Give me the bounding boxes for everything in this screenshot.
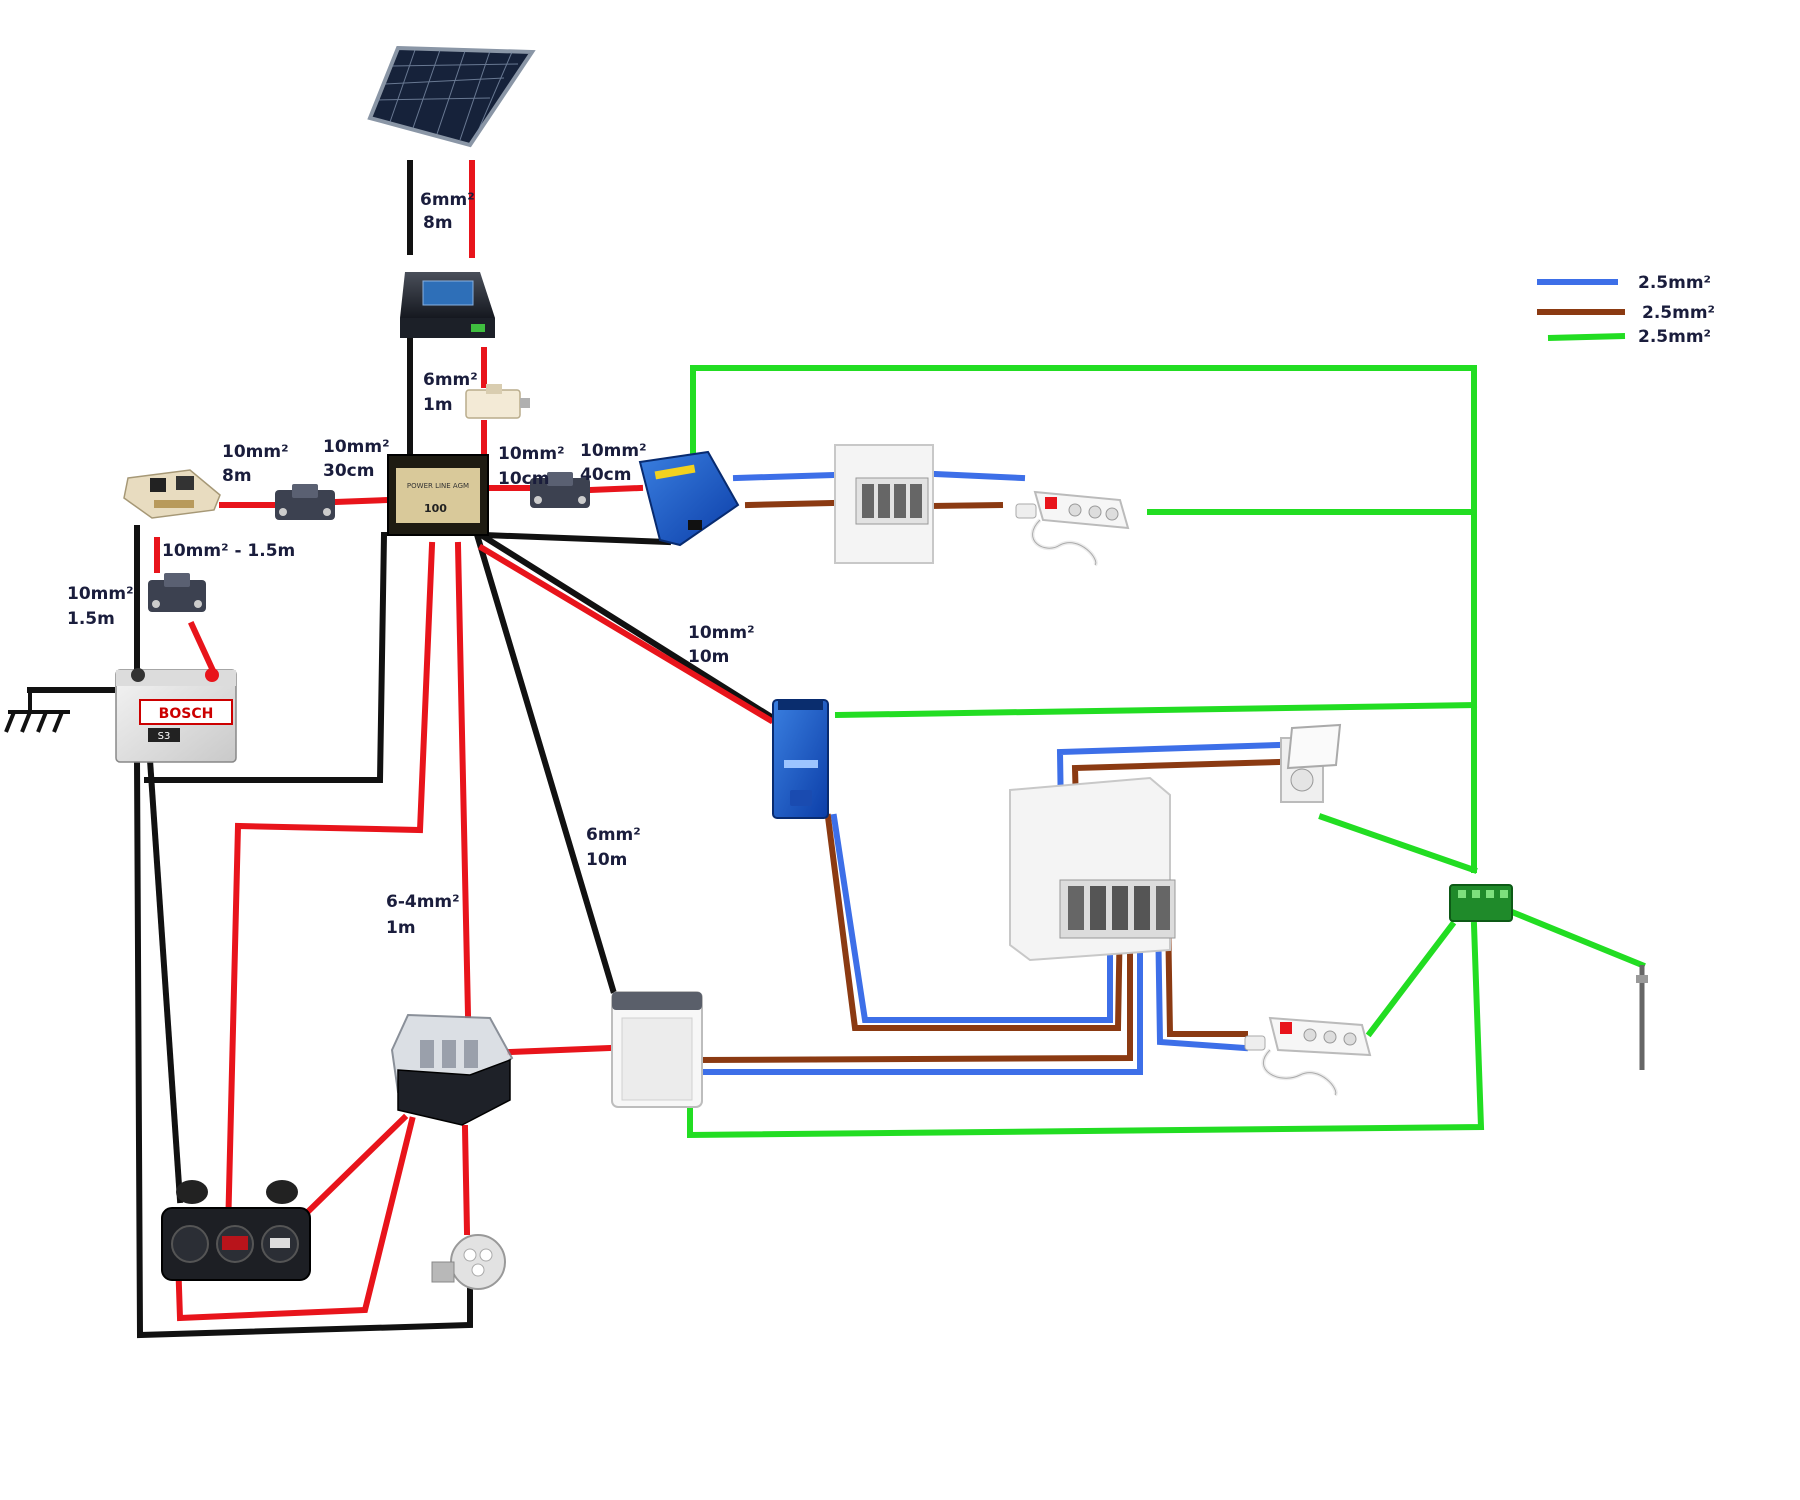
label-starter-cable-size: 10mm² xyxy=(67,584,134,604)
earth-wire-fridge xyxy=(687,921,1485,1139)
power-strip-bottom xyxy=(1244,1016,1372,1097)
pos-fusebox-lamp xyxy=(461,1124,471,1236)
label-coupler-cable-length: 8m xyxy=(222,466,252,486)
legend-label-green: 2.5mm² xyxy=(1638,327,1711,347)
ground-symbol xyxy=(4,690,70,733)
neutral-charger-panel xyxy=(830,813,1113,1023)
earth-wire-inlet xyxy=(1318,813,1478,874)
ac-distribution-panel xyxy=(1009,776,1176,962)
earth-rod xyxy=(1636,965,1648,1070)
fuse-coupler xyxy=(275,484,335,520)
label-starter-fuse-cable: 10mm² - 1.5m xyxy=(162,541,295,561)
label-solar-cable-length: 8m xyxy=(423,213,453,233)
label-fusebox-cable-length: 1m xyxy=(386,918,416,938)
label-battery-fuse-length: 10cm xyxy=(498,469,549,489)
earth-wire-socket xyxy=(1365,920,1457,1038)
dc-socket-panel xyxy=(161,1180,311,1281)
led-bulb xyxy=(431,1234,506,1290)
wires-black-negative xyxy=(27,160,778,1339)
dc-fuse-box xyxy=(390,1013,514,1126)
legend-label-blue: 2.5mm² xyxy=(1638,273,1711,293)
earth-wire-rod xyxy=(1508,908,1646,969)
neg-starter-battery xyxy=(144,531,388,783)
label-coupler-fuse-size: 10mm² xyxy=(323,437,390,457)
battery-charger xyxy=(772,699,829,819)
house-battery-capacity: 100 xyxy=(424,502,447,515)
phase-inverter-breaker xyxy=(744,499,839,509)
neg-lamp-return xyxy=(133,756,473,1339)
power-strip-top xyxy=(1015,490,1130,567)
pos-battery-socketpanel xyxy=(224,541,436,1236)
wires-green-earth xyxy=(687,365,1646,1139)
neg-socket-panel xyxy=(146,756,184,1204)
cable-labels: 6mm² 8m 6mm² 1m 10mm² 8m 10mm² 30cm 10mm… xyxy=(67,190,755,938)
phase-fridge-panel xyxy=(696,912,1133,1064)
legend-label-brown: 2.5mm² xyxy=(1642,303,1715,323)
shore-power-inlet xyxy=(1280,723,1342,803)
fuse-starter xyxy=(148,573,206,612)
label-fridge-cable-length: 10m xyxy=(586,850,627,870)
starter-battery-brand: BOSCH xyxy=(159,706,214,722)
inverter xyxy=(638,450,740,547)
label-charger-cable-length: 10m xyxy=(688,647,729,667)
neutral-fridge-panel xyxy=(697,912,1143,1075)
starter-battery-model: S3 xyxy=(158,731,171,742)
fuse-inverter xyxy=(530,472,590,508)
battery-coupler xyxy=(123,469,221,519)
phase-breaker-socket xyxy=(928,501,1004,510)
label-starter-cable-length: 1.5m xyxy=(67,609,115,629)
earth-wire-inverter xyxy=(690,365,1477,515)
neutral-socket-panel xyxy=(1154,911,1249,1052)
earth-bus-bar xyxy=(1449,884,1513,922)
house-battery: POWER LINE AGM 100 xyxy=(387,454,489,536)
phase-socket-panel xyxy=(1164,911,1248,1037)
label-inverter-cable-size: 10mm² xyxy=(580,441,647,461)
neg-battery-fridge xyxy=(474,534,617,994)
neg-battery-charger xyxy=(473,528,778,723)
breaker-box-inverter xyxy=(834,444,934,564)
label-solar-cable-size: 6mm² xyxy=(420,190,475,210)
wires-red-positive xyxy=(154,160,775,1322)
pos-fusebox-panel-loop xyxy=(174,1116,416,1322)
fridge xyxy=(611,991,703,1108)
wires-brown-phase xyxy=(696,499,1283,1064)
label-controller-cable-size: 6mm² xyxy=(423,370,478,390)
label-inverter-cable-length: 40cm xyxy=(580,465,631,485)
pos-fuse-battery-2 xyxy=(331,496,392,506)
pos-battery-fusebox xyxy=(454,541,472,1019)
pos-fusebox-fridge xyxy=(506,1044,614,1056)
pos-starterfuse-starter xyxy=(188,621,219,679)
phase-charger-panel xyxy=(824,813,1124,1031)
starter-battery: BOSCH S3 xyxy=(115,668,237,763)
neutral-inverter-breaker xyxy=(732,471,839,482)
label-fridge-cable-size: 6mm² xyxy=(586,825,641,845)
charge-controller xyxy=(400,272,495,338)
neutral-breaker-socket xyxy=(931,470,1026,482)
label-controller-cable-length: 1m xyxy=(423,395,453,415)
pos-battery-charger xyxy=(477,543,775,725)
neg-battery-inverter xyxy=(480,531,672,546)
solar-fuse xyxy=(465,384,530,419)
label-coupler-fuse-length: 30cm xyxy=(323,461,374,481)
label-coupler-cable-size: 10mm² xyxy=(222,442,289,462)
label-battery-fuse-size: 10mm² xyxy=(498,444,565,464)
solar-panel xyxy=(367,45,536,148)
legend: 2.5mm² 2.5mm² 2.5mm² xyxy=(1537,273,1715,347)
label-charger-cable-size: 10mm² xyxy=(688,623,755,643)
label-fusebox-cable-size: 6-4mm² xyxy=(386,892,460,912)
legend-swatch-green xyxy=(1547,333,1626,341)
earth-wire-charger xyxy=(834,701,1478,719)
pos-invfuse-inverter xyxy=(586,484,644,494)
house-battery-label: POWER LINE AGM xyxy=(407,482,469,490)
